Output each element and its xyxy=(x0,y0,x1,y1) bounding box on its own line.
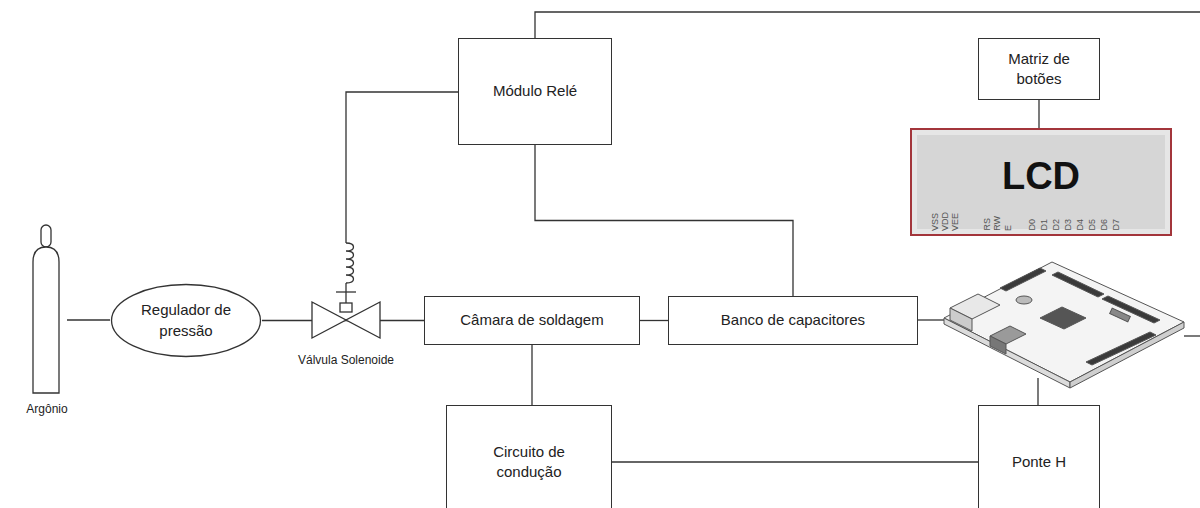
coil-symbol xyxy=(346,243,354,283)
relay-module-box: Módulo Relé xyxy=(458,38,612,145)
gas-line xyxy=(67,319,110,320)
actuator-block xyxy=(340,303,352,312)
pin-name: VDD xyxy=(941,212,950,231)
pin-name: VEE xyxy=(951,213,960,231)
bank-board-wire xyxy=(918,319,944,320)
pin-name: D3 xyxy=(1064,219,1073,231)
pin-name: D1 xyxy=(1040,219,1049,231)
pin-name: RW xyxy=(993,216,1002,231)
part-label: Argônio xyxy=(26,402,67,416)
pin-name: D4 xyxy=(1076,219,1085,231)
connector-line xyxy=(1038,100,1039,128)
button-matrix-box: Matriz de botões xyxy=(978,38,1100,100)
node-label: Ponte H xyxy=(1012,452,1066,472)
pin-name: RS xyxy=(983,218,992,231)
pin-name: E xyxy=(1004,225,1013,231)
node-label: Módulo Relé xyxy=(493,81,577,101)
node-label: Banco de capacitores xyxy=(721,310,865,330)
pin-name: D7 xyxy=(1112,219,1121,231)
relay-valve-wire xyxy=(346,92,458,243)
pin-name: D5 xyxy=(1088,219,1097,231)
connector-line xyxy=(535,145,793,296)
pin-name: VSS xyxy=(931,213,940,231)
h-bridge-box: Ponte H xyxy=(978,405,1100,508)
ellipse-outline xyxy=(110,283,262,358)
gas-cylinder xyxy=(33,225,59,393)
board-right-wire xyxy=(1184,335,1200,336)
drive-circuit-box: Circuito de condução xyxy=(446,405,612,508)
part-label: Válvula Solenoide xyxy=(298,353,394,367)
capacitor-bank-box: Banco de capacitores xyxy=(668,296,918,345)
valve-body-right xyxy=(346,302,380,338)
pin-name: D6 xyxy=(1100,219,1109,231)
arduino-board xyxy=(944,262,1184,388)
wires xyxy=(67,12,1200,405)
display-title: LCD xyxy=(1002,156,1080,198)
pin-name: D0 xyxy=(1028,219,1037,231)
bridge-board-wire xyxy=(1037,378,1038,405)
valve-body-left xyxy=(312,302,346,338)
node-label: Câmara de soldagem xyxy=(460,310,603,330)
node-label: Regulador de pressão xyxy=(136,300,236,341)
welding-chamber-box: Câmara de soldagem xyxy=(424,296,640,345)
pin-name: D2 xyxy=(1052,219,1061,231)
pressure-regulator: Regulador de pressão xyxy=(110,283,262,358)
node-label: Circuito de condução xyxy=(474,442,584,483)
connector-line xyxy=(640,320,668,321)
connector-line xyxy=(531,345,532,405)
top-wire xyxy=(535,12,1200,38)
stem-bar xyxy=(336,291,356,292)
connector-line xyxy=(612,461,978,462)
node-label: Matriz de botões xyxy=(993,49,1085,90)
